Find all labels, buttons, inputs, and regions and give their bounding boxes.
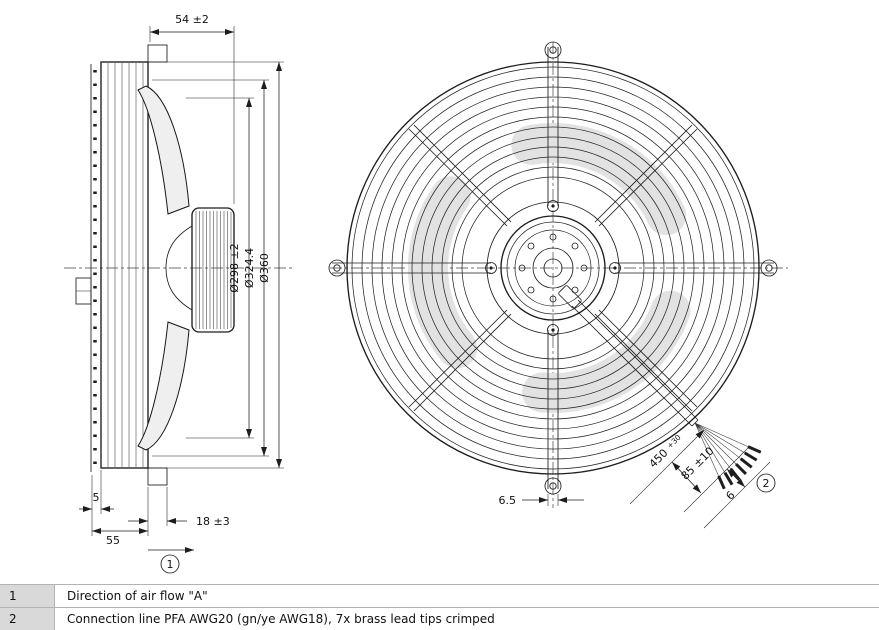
legend-row-1-number: 1 [0,585,55,607]
side-spinner [165,225,193,311]
dim-bar-width: 6.5 [499,494,517,507]
legend-row-2-number: 2 [0,608,55,630]
callout-2-circle [756,473,776,493]
technical-drawing: 54 ±2 Ø298 ±2 Ø324.4 Ø360 5 55 [64,13,788,574]
guard-spokes [328,41,778,495]
dim-total-depth: 55 [106,534,120,547]
dim-dia-fan: Ø298 ±2 [228,243,241,292]
side-dimensions: 54 ±2 Ø298 ±2 Ø324.4 Ø360 5 55 [79,13,284,547]
side-housing-ribs [107,63,144,467]
callout-2-label: 2 [763,477,770,490]
front-view: 6.5 450 +30 85 ±10 6 2 [328,41,788,529]
cable-gland [558,285,582,309]
airflow-callout: 1 [148,547,194,574]
side-view: 54 ±2 Ø298 ±2 Ø324.4 Ø360 5 55 [64,13,292,574]
dim-depth: 54 ±2 [175,13,209,26]
cable-callout: 2 [756,473,776,493]
side-flange-bottom [147,467,168,486]
dim-plate: 5 [93,491,100,504]
side-motor [191,207,235,333]
dim-dia-outer: Ø360 [258,253,271,283]
hub-screws [485,200,621,336]
legend-row-1: 1 Direction of air flow "A" [0,585,879,608]
guard-rings [346,61,760,475]
legend-row-2: 2 Connection line PFA AWG20 (gn/ye AWG18… [0,608,879,630]
dim-dia-bolt: Ø324.4 [243,248,256,288]
dim-cable-tol: +30 [665,433,683,451]
legend-row-1-description: Direction of air flow "A" [67,589,208,603]
dim-tip-length: 6 [723,488,737,502]
side-flange-top [147,44,168,63]
callout-1-circle [160,554,180,574]
legend-table: 1 Direction of air flow "A" 2 Connection… [0,584,879,630]
dim-flange: 18 ±3 [196,515,230,528]
callout-1-label: 1 [167,558,174,571]
side-motor-ribs [195,211,232,329]
side-blade-upper [137,85,190,215]
dim-strip-length: 85 ±10 [679,445,717,483]
side-blade-lower [137,321,190,451]
guard-struts [408,124,698,412]
legend-row-2-description: Connection line PFA AWG20 (gn/ye AWG18),… [67,612,495,626]
side-housing [100,61,149,469]
